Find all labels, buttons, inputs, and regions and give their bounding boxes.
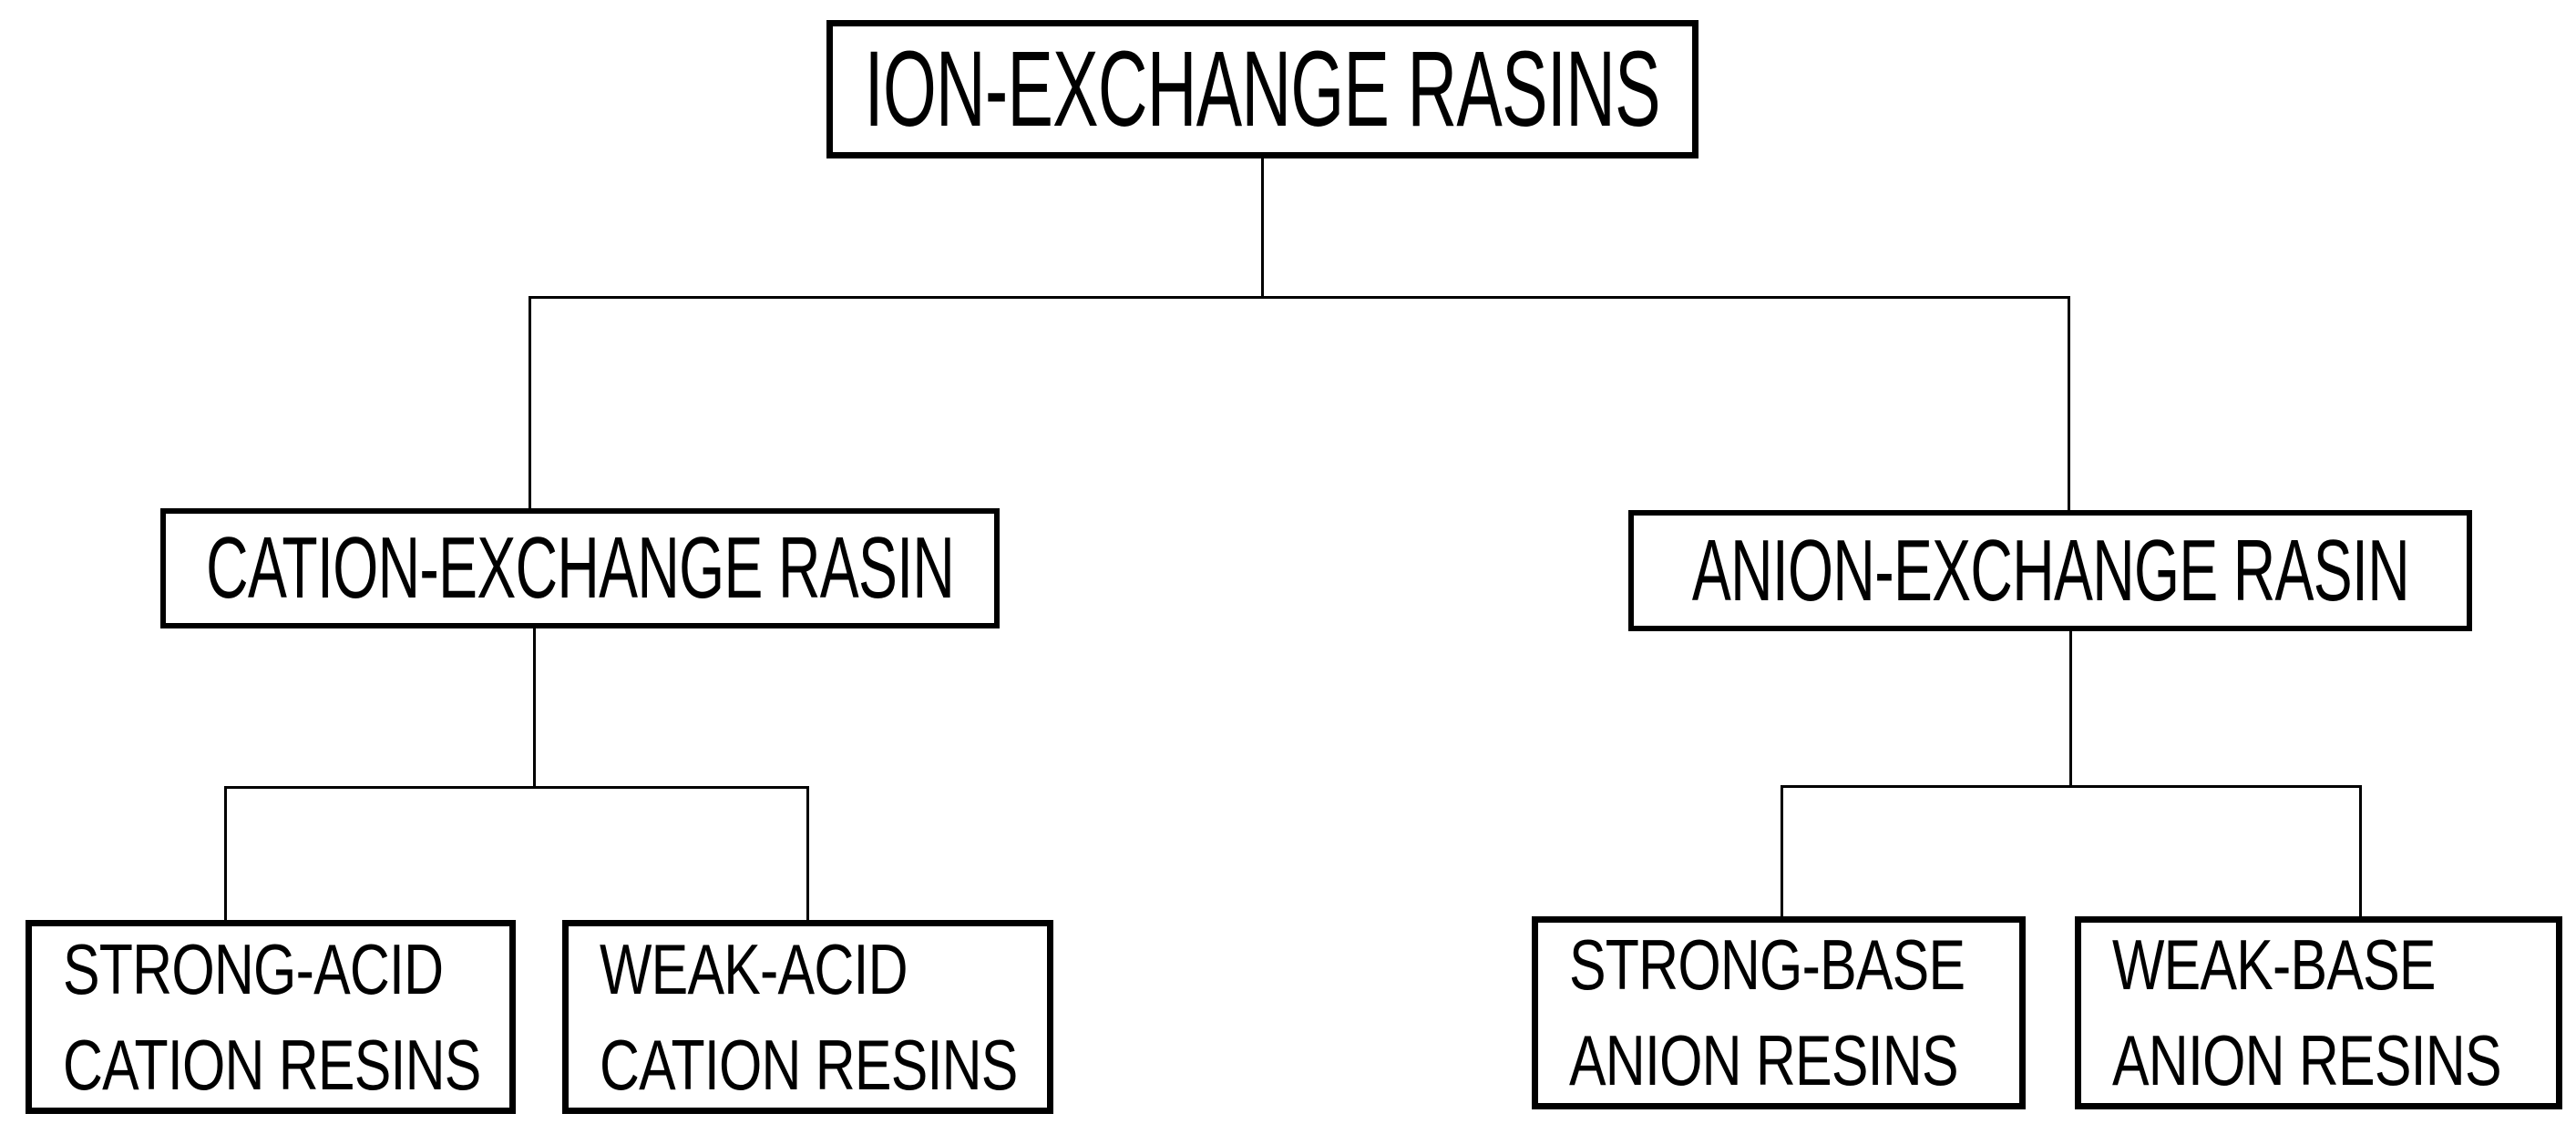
connector-anion-down-vertical: [2069, 629, 2072, 788]
connector-main-branch-horizontal: [529, 296, 2070, 299]
node-label-line-2: ANION RESINS: [1569, 1020, 1959, 1100]
node-label: WEAK-BASE ANION RESINS: [2112, 917, 2502, 1108]
node-label: CATION-EXCHANGE RASIN: [206, 519, 955, 617]
node-label: STRONG-BASE ANION RESINS: [1569, 917, 1965, 1108]
node-label: ION-EXCHANGE RASINS: [864, 29, 1661, 149]
node-label-line-1: WEAK-BASE: [2112, 925, 2437, 1006]
connector-to-strong-base-vertical: [1781, 785, 1783, 918]
node-label: ANION-EXCHANGE RASIN: [1691, 521, 2409, 619]
node-weak-acid-cation-resins: WEAK-ACID CATION RESINS: [562, 920, 1053, 1114]
node-label-line-2: CATION RESINS: [600, 1024, 1018, 1105]
node-label-line-2: ANION RESINS: [2112, 1020, 2502, 1100]
connector-to-anion-vertical: [2068, 296, 2070, 512]
node-ion-exchange-resins: ION-EXCHANGE RASINS: [826, 20, 1699, 158]
connector-to-weak-acid-vertical: [806, 786, 809, 922]
connector-cation-down-vertical: [533, 627, 536, 789]
node-label-line-2: CATION RESINS: [63, 1024, 481, 1105]
connector-to-weak-base-vertical: [2359, 785, 2362, 918]
node-label-line-1: STRONG-ACID: [63, 928, 444, 1009]
node-label-line-1: STRONG-BASE: [1569, 925, 1965, 1006]
connector-to-cation-vertical: [529, 296, 531, 510]
node-anion-exchange-resin: ANION-EXCHANGE RASIN: [1628, 510, 2472, 631]
connector-anion-branch-horizontal: [1781, 785, 2362, 788]
connector-root-vertical: [1261, 157, 1264, 299]
node-cation-exchange-resin: CATION-EXCHANGE RASIN: [160, 508, 1000, 628]
connector-to-strong-acid-vertical: [224, 786, 227, 922]
node-weak-base-anion-resins: WEAK-BASE ANION RESINS: [2075, 916, 2562, 1109]
node-strong-base-anion-resins: STRONG-BASE ANION RESINS: [1532, 916, 2026, 1109]
node-label-line-1: WEAK-ACID: [600, 928, 908, 1009]
node-strong-acid-cation-resins: STRONG-ACID CATION RESINS: [26, 920, 516, 1114]
connector-cation-branch-horizontal: [224, 786, 809, 789]
node-label: WEAK-ACID CATION RESINS: [600, 922, 1018, 1112]
node-label: STRONG-ACID CATION RESINS: [63, 922, 481, 1112]
